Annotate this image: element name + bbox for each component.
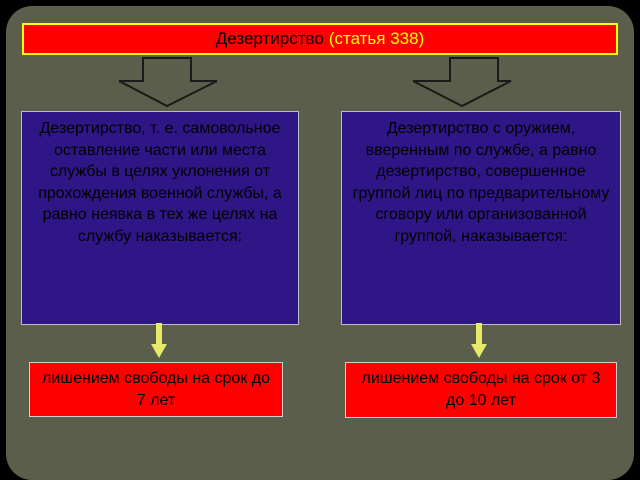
aggravated-desertion-box: Дезертирство с оружием, вверенным по слу…: [341, 111, 621, 325]
left-connector-arrow-icon: [151, 323, 167, 358]
right-down-arrow-icon: [412, 57, 512, 108]
left-down-arrow-icon: [118, 57, 218, 108]
penalty-box-right: лишением свободы на срок от 3 до 10 лет: [345, 362, 617, 418]
penalty-box-left: лишением свободы на срок до 7 лет: [29, 362, 283, 417]
right-connector-arrow-icon: [471, 323, 487, 358]
penalty-text-right: лишением свободы на срок от 3 до 10 лет: [361, 370, 601, 409]
title-main-text: Дезертирство: [215, 29, 324, 48]
penalty-text-left: лишением свободы на срок до 7 лет: [42, 369, 270, 409]
desertion-definition-box: Дезертирство, т. е. самовольное оставлен…: [21, 111, 299, 325]
title-bar: Дезертирство (статья 338): [22, 23, 618, 55]
title-article-text: (статья 338): [328, 29, 425, 48]
